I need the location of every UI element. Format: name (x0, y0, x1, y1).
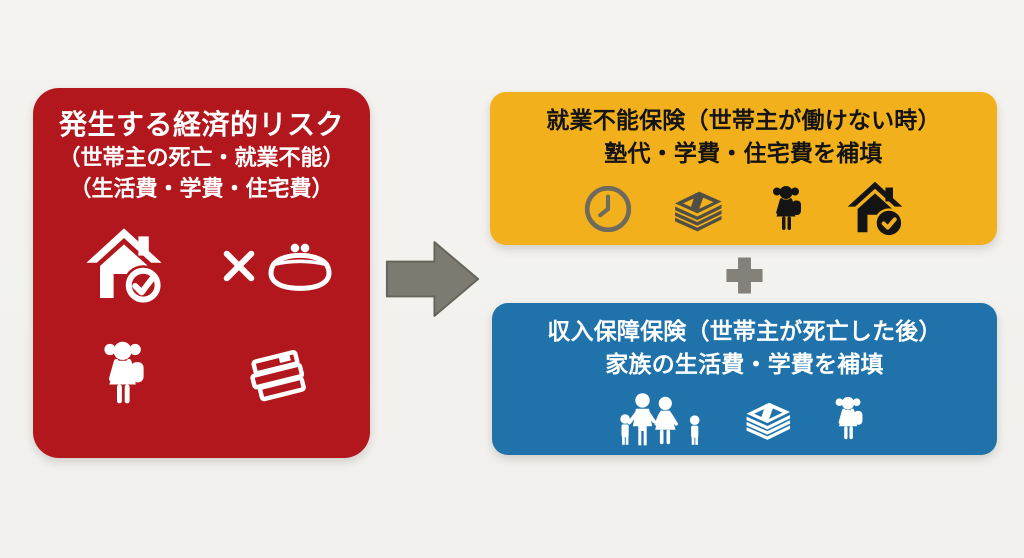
income-title: 収入保障保険（世帯主が死亡した後） (547, 318, 942, 344)
risk-subtitle-2: （生活費・学費・住宅費） (69, 176, 334, 201)
risk-icon-grid (33, 226, 370, 416)
x-mark-icon (221, 248, 257, 284)
books-stack-icon (240, 337, 318, 411)
family-icon (616, 389, 711, 449)
income-insurance-box: 収入保障保険（世帯主が死亡した後） 家族の生活費・学費を補填 (492, 303, 997, 455)
flow-arrow-icon (384, 237, 481, 321)
no-money-group (221, 240, 336, 292)
risk-box: 発生する経済的リスク （世帯主の死亡・就業不能） （生活費・学費・住宅費） (33, 88, 370, 458)
income-subtitle: 家族の生活費・学費を補填 (605, 351, 884, 377)
clock-icon (582, 183, 634, 235)
girl-backpack-icon (825, 391, 873, 447)
income-icon-row (492, 389, 997, 449)
disability-title: 就業不能保険（世帯主が働けない時） (546, 107, 941, 133)
money-stack-icon (666, 178, 730, 240)
disability-icon-row (490, 178, 997, 240)
coin-purse-icon (264, 240, 336, 292)
risk-title: 発生する経済的リスク (58, 109, 344, 140)
disability-insurance-box: 就業不能保険（世帯主が働けない時） 塾代・学費・住宅費を補填 (490, 92, 997, 245)
girl-backpack-icon (89, 332, 159, 416)
risk-subtitle-1: （世帯主の死亡・就業不能） (58, 145, 345, 170)
house-check-icon (844, 180, 906, 238)
disability-subtitle: 塾代・学費・住宅費を補填 (604, 140, 883, 166)
money-stack-icon (737, 390, 799, 448)
house-check-icon (82, 226, 166, 306)
plus-icon (723, 254, 766, 297)
girl-backpack-icon (762, 180, 812, 238)
